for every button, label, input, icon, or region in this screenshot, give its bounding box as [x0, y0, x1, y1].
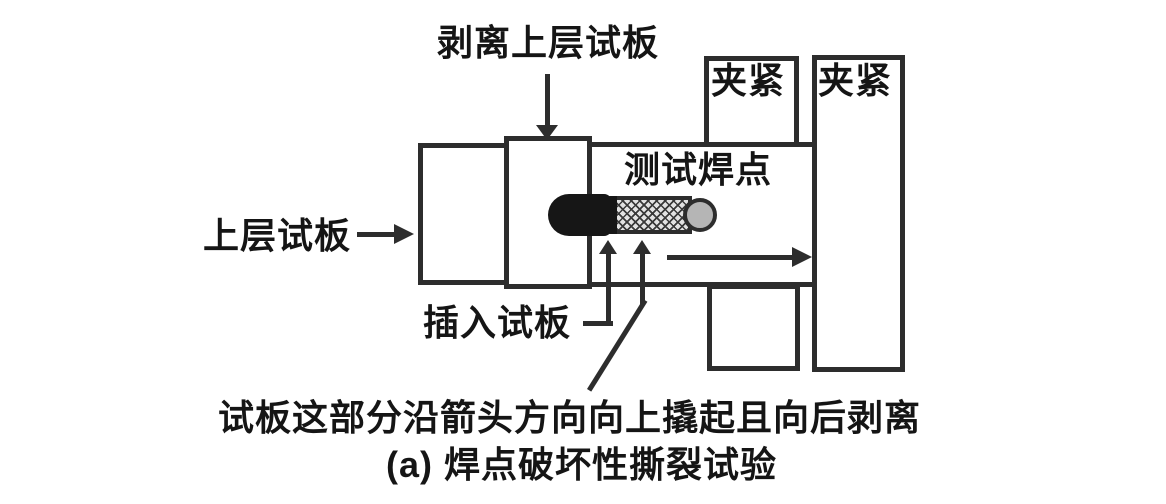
insert-plate-leader-horizontal [583, 321, 613, 326]
weld-nugget-black [548, 194, 612, 236]
clamp-right-box [812, 55, 905, 372]
tear-note-leader-head [633, 240, 651, 254]
tear-note-text: 试板这部分沿箭头方向向上撬起且向后剥离 [218, 397, 922, 438]
weld-nugget-edge-bar [610, 196, 617, 234]
upper-plate-left-box [418, 143, 511, 285]
upper-plate-pointer-head [394, 224, 414, 244]
peel-down-arrow-head [536, 125, 558, 140]
clamp-right-label: 夹紧 [818, 60, 893, 101]
lower-plate-bottom-line [588, 282, 814, 287]
pull-right-arrow-head [792, 247, 812, 267]
insert-plate-leader-shaft [606, 252, 611, 326]
pull-right-arrow-shaft [667, 255, 797, 260]
clamp-left-label: 夹紧 [711, 60, 786, 101]
peel-down-arrow-shaft [545, 74, 550, 127]
lower-plate-top-line [588, 142, 814, 147]
peel-upper-plate-label: 剥离上层试板 [437, 22, 660, 63]
clamp-top-left-box [704, 56, 799, 147]
tear-note-leader-diagonal [587, 299, 648, 392]
upper-plate-pointer-shaft [357, 232, 395, 237]
weld-button-circle [683, 198, 717, 232]
insert-plate-label: 插入试板 [423, 302, 572, 343]
insert-plate-leader-head [599, 240, 617, 254]
upper-plate-label: 上层试板 [203, 215, 352, 256]
test-weld-spot-label: 测试焊点 [624, 149, 773, 190]
clamp-bottom-left-box [707, 284, 800, 371]
figure-caption: (a) 焊点破坏性撕裂试验 [386, 444, 778, 485]
tear-note-leader-shaft [640, 252, 645, 305]
